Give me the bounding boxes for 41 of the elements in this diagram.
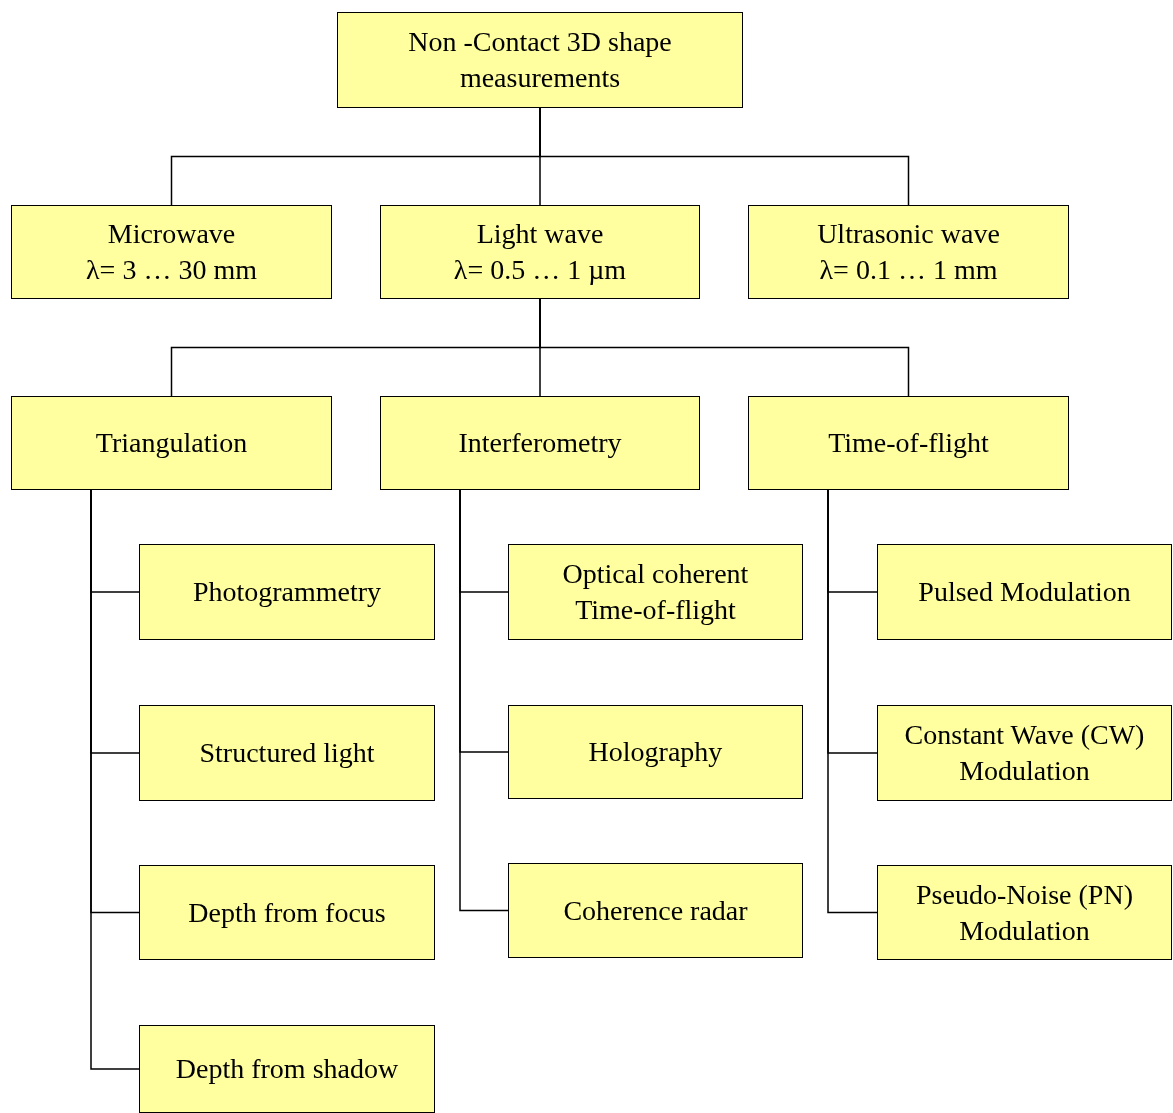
node-label: Photogrammetry xyxy=(192,575,382,609)
node-label: Light wave xyxy=(476,217,604,251)
node-label: λ= 0.1 … 1 mm xyxy=(819,253,998,287)
node-label: Non -Contact 3D shape measurements xyxy=(407,25,673,95)
node-label: Structured light xyxy=(199,736,375,770)
connector-line xyxy=(539,107,910,206)
category-box xyxy=(877,705,1172,801)
node-label: Time-of-flight xyxy=(828,426,989,460)
node-label: Ultrasonic wave xyxy=(817,217,1000,251)
category-box xyxy=(508,863,803,958)
category-box xyxy=(877,544,1172,640)
category-box xyxy=(337,12,743,108)
category-box xyxy=(380,396,700,490)
node-label: Interferometry xyxy=(458,426,622,460)
node-label: Triangulation xyxy=(95,426,248,460)
node-label: λ= 0.5 … 1 µm xyxy=(453,253,627,287)
category-box xyxy=(748,205,1069,299)
category-box xyxy=(139,865,435,960)
node-label: Coherence radar xyxy=(563,893,748,928)
category-box xyxy=(508,705,803,799)
node-label: Pseudo-Noise (PN) Modulation xyxy=(915,877,1134,948)
category-box xyxy=(508,544,803,640)
connector-line xyxy=(459,489,509,912)
category-box xyxy=(11,396,332,490)
node-label: λ= 3 … 30 mm xyxy=(86,253,257,287)
category-box xyxy=(139,705,435,801)
node-label: Optical coherent Time-of-flight xyxy=(561,557,750,627)
category-box xyxy=(139,1025,435,1113)
connector-line xyxy=(827,489,878,914)
connector-line xyxy=(539,298,910,397)
category-box xyxy=(11,205,332,299)
category-box xyxy=(877,865,1172,960)
node-label: Constant Wave (CW) Modulation xyxy=(903,718,1146,788)
category-box xyxy=(139,544,435,640)
node-label: Depth from shadow xyxy=(175,1052,399,1086)
category-box xyxy=(748,396,1069,490)
node-label: Microwave xyxy=(107,217,236,251)
node-label: Depth from focus xyxy=(188,895,386,930)
category-box xyxy=(380,205,700,299)
node-label: Pulsed Modulation xyxy=(918,575,1131,609)
node-label: Holography xyxy=(588,735,723,769)
